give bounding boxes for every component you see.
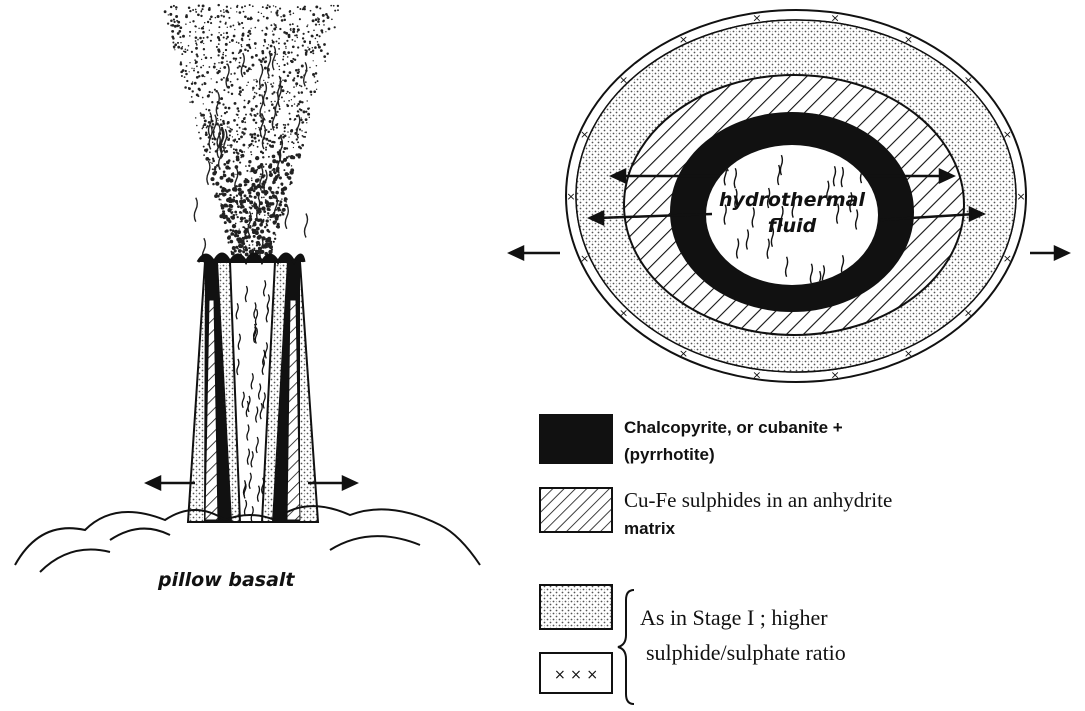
- pillow-basalt-mounds: [15, 506, 480, 572]
- svg-text:×: ×: [1016, 190, 1025, 203]
- pillow-basalt-label: pillow basalt: [157, 569, 295, 591]
- chimney-cross-section: ×××××××××××××××××× hydrothermal fluid: [510, 10, 1068, 382]
- legend-swatch-chalcopyrite: [540, 415, 612, 463]
- svg-text:×: ×: [566, 190, 575, 203]
- legend-item-1-line1: Chalcopyrite, or cubanite +: [624, 418, 843, 437]
- legend-item-1-line2: (pyrrhotite): [624, 445, 715, 464]
- legend-item-2-line2: matrix: [624, 519, 676, 538]
- legend-item-2-line1: Cu-Fe sulphides in an anhydrite: [624, 488, 892, 512]
- core-label-line2: fluid: [768, 215, 817, 237]
- legend-swatch-stippled: [540, 585, 612, 629]
- legend: Chalcopyrite, or cubanite + (pyrrhotite)…: [540, 415, 892, 704]
- core-label-line1: hydrothermal: [719, 189, 865, 211]
- legend-group-brace: [618, 590, 634, 704]
- legend-group-note-line1: As in Stage I ; higher: [640, 605, 828, 630]
- legend-swatch-xxx-marks: × × ×: [554, 667, 598, 683]
- chimney-top-edge: [198, 254, 304, 262]
- legend-group-note-line2: sulphide/sulphate ratio: [646, 640, 846, 665]
- smoke-plume: [164, 4, 339, 262]
- legend-swatch-hatched: [540, 488, 612, 532]
- chimney-diagram: pillow basalt: [15, 4, 480, 591]
